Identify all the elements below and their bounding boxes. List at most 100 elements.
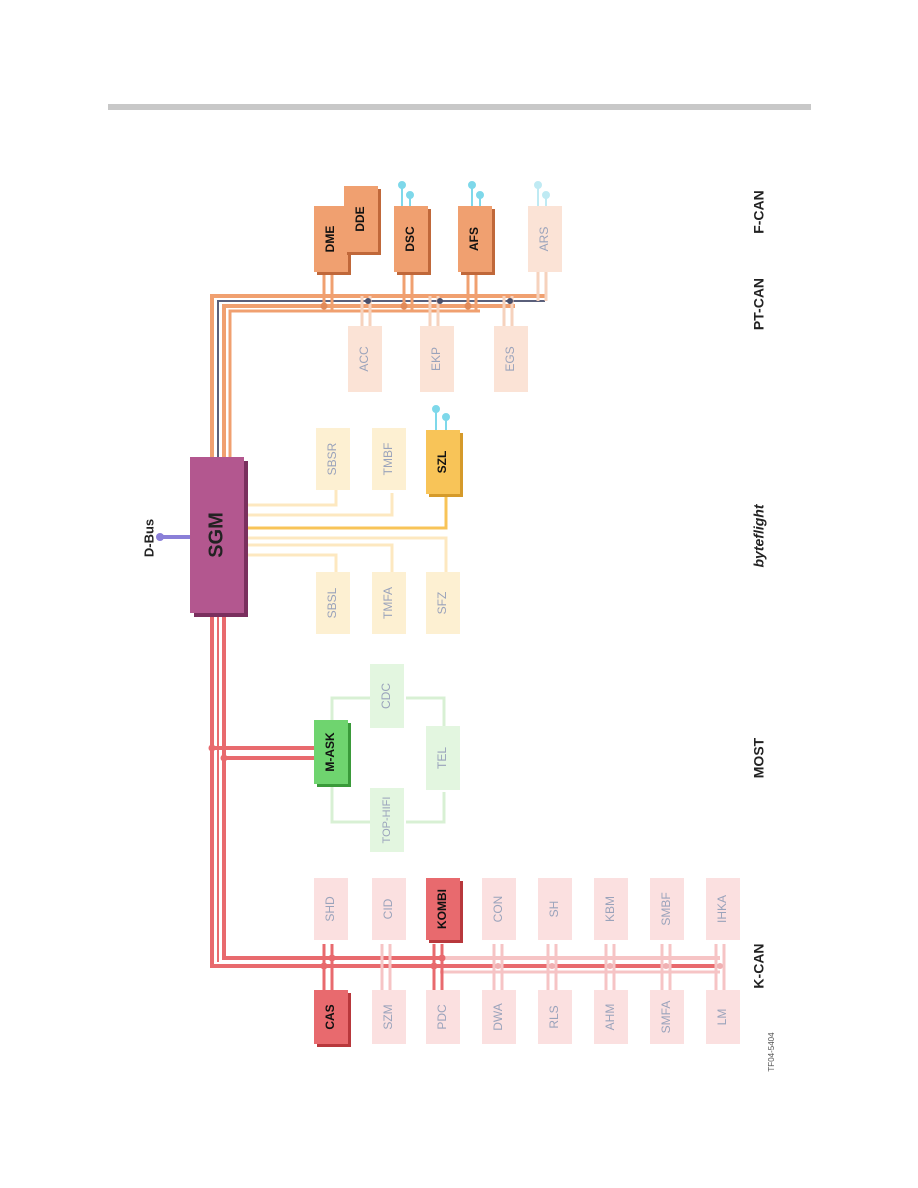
unit-ars: ARS: [528, 206, 562, 272]
unit-sh: SH: [538, 878, 572, 940]
kcan-drop-col5: [546, 944, 558, 990]
unit-box: [372, 428, 406, 490]
fcan-label: F-CAN: [751, 190, 767, 234]
unit-dme: DME: [314, 206, 351, 275]
unit-label: TMFA: [381, 587, 395, 619]
junction-dot: [438, 954, 446, 962]
unit-box: [538, 990, 572, 1044]
unit-sfz: SFZ: [426, 572, 460, 634]
unit-label: SZL: [435, 451, 449, 474]
unit-label: CAS: [323, 1004, 337, 1029]
unit-label: SMFA: [659, 1001, 673, 1034]
sgm-gateway: SGM: [190, 457, 248, 617]
unit-acc: ACC: [348, 326, 382, 392]
dbus-terminal-dot: [156, 533, 164, 541]
unit-label: DSC: [403, 226, 417, 252]
bf-line-sbsl: [245, 553, 338, 572]
ptcan-trunk-2: [222, 304, 515, 458]
junction-dot: [320, 302, 328, 310]
unit-label: DWA: [491, 1003, 505, 1031]
junction-dot: [717, 963, 723, 969]
unit-cid: CID: [372, 878, 406, 940]
unit-label: SFZ: [435, 592, 449, 615]
unit-cdc: CDC: [370, 664, 404, 728]
unit-label: TOP-HIFI: [381, 797, 393, 844]
unit-label: IHKA: [715, 895, 729, 923]
unit-label: AFS: [467, 227, 481, 251]
unit-label: RLS: [547, 1005, 561, 1028]
junction-dot: [328, 954, 336, 962]
unit-box: [372, 990, 406, 1044]
unit-label: ACC: [357, 346, 371, 372]
unit-top-hifi: TOP-HIFI: [370, 788, 404, 852]
unit-label: EKP: [429, 347, 443, 371]
unit-label: CID: [381, 898, 395, 919]
unit-shd: SHD: [314, 878, 348, 940]
unit-box: [706, 990, 740, 1044]
junction-dot: [400, 302, 408, 310]
unit-ihka: IHKA: [706, 878, 740, 940]
bus-lines: [162, 272, 726, 990]
unit-box: [394, 206, 428, 272]
unit-label: DDE: [353, 206, 367, 231]
kcan-drop-col6: [604, 944, 616, 990]
unit-box: [370, 664, 404, 728]
unit-pdc: PDC: [426, 990, 460, 1044]
junction-dot: [220, 754, 228, 762]
unit-label: CDC: [379, 683, 393, 709]
kcan-trunk-1: [210, 614, 720, 968]
unit-box: [594, 990, 628, 1044]
bf-line-tmbf: [245, 493, 394, 517]
junction-dot: [365, 298, 371, 304]
dbus-label: D-Bus: [141, 519, 156, 557]
unit-box: [426, 878, 460, 940]
sensor-markers: [398, 181, 550, 430]
unit-box: [650, 878, 684, 940]
unit-label: M-ASK: [323, 732, 337, 772]
unit-box: [314, 878, 348, 940]
junction-dot: [549, 963, 555, 969]
unit-smfa: SMFA: [650, 990, 684, 1044]
unit-smbf: SMBF: [650, 878, 684, 940]
kcan-drop-col8: [714, 944, 726, 990]
unit-label: AHM: [603, 1004, 617, 1031]
unit-lm: LM: [706, 990, 740, 1044]
unit-box: [420, 326, 454, 392]
unit-sbsl: SBSL: [316, 572, 350, 634]
ptcan-trunk-1: [210, 294, 545, 458]
sensor-icon: [398, 181, 414, 206]
unit-m-ask: M-ASK: [314, 720, 351, 787]
unit-label: CON: [491, 896, 505, 923]
junction-dot: [320, 962, 328, 970]
unit-rls: RLS: [538, 990, 572, 1044]
unit-box: [348, 326, 382, 392]
kcan-drop-col7: [660, 944, 672, 990]
unit-box: [314, 720, 348, 784]
junction-dot: [663, 963, 669, 969]
ptcan-trunk-4: [228, 309, 480, 458]
kcan-label: K-CAN: [751, 943, 767, 988]
unit-kombi: KOMBI: [426, 878, 463, 943]
unit-box: [528, 206, 562, 272]
unit-sbsr: SBSR: [316, 428, 350, 490]
unit-szm: SZM: [372, 990, 406, 1044]
unit-ahm: AHM: [594, 990, 628, 1044]
bf-line-tmfa: [245, 543, 394, 572]
unit-box: [372, 878, 406, 940]
junction-dot: [495, 963, 501, 969]
unit-box: [426, 430, 460, 494]
junction-dot: [430, 962, 438, 970]
unit-kbm: KBM: [594, 878, 628, 940]
unit-box: [370, 788, 404, 852]
unit-box: [426, 990, 460, 1044]
junction-dot: [464, 302, 472, 310]
junction-dot: [607, 963, 613, 969]
bf-line-sfz: [245, 536, 448, 572]
unit-label: DME: [323, 226, 337, 253]
unit-label: TMBF: [381, 443, 395, 476]
most-ring: [330, 696, 446, 824]
junction-dots: [156, 298, 723, 970]
unit-box: [314, 990, 348, 1044]
